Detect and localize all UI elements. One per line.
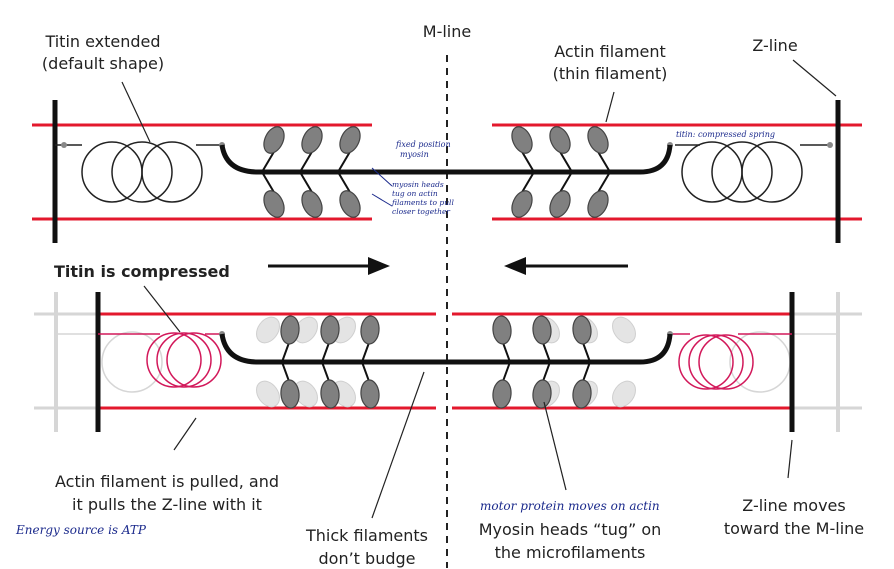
myosin-head (511, 126, 535, 218)
label-titin-extended: Titin extended (45, 32, 161, 51)
leader-actin-filament (605, 91, 615, 123)
leader-myosin-heads (543, 401, 567, 491)
contraction-arrows (268, 257, 628, 275)
label-actin-filament: Actin filament (554, 42, 666, 61)
myosin-head (299, 126, 323, 218)
label-titin-extended-sub: (default shape) (41, 54, 165, 73)
myosin-head (587, 126, 611, 218)
myosin-head (549, 126, 573, 218)
titin-extended-left (55, 141, 225, 203)
arrow-right-head (368, 257, 390, 275)
leader-handwritten-note (371, 167, 393, 187)
myosin-head (320, 315, 340, 409)
thick-filament (219, 333, 673, 365)
label-myosin-heads-sub: the microfilaments (494, 543, 646, 562)
myosin-head (261, 126, 285, 218)
handwritten-energy-source: Energy source is ATP (16, 523, 146, 537)
label-titin-compressed: Titin is compressed (54, 262, 230, 281)
label-myosin-heads: Myosin heads “tug” on (478, 520, 662, 539)
leader-thick-filaments (371, 371, 425, 519)
label-thick-filaments: Thick filaments (305, 526, 428, 545)
leader-actin-pulled (173, 417, 197, 451)
label-actin-filament-sub: (thin filament) (552, 64, 668, 83)
myosin-head (532, 315, 552, 409)
top-sarcomere (32, 100, 862, 243)
leader-z-moves (787, 439, 793, 479)
ghost-outline (34, 292, 862, 432)
handwritten-fixed-position-sub: myosin (400, 150, 429, 159)
handwritten-titin-spring: titin: compressed spring (676, 130, 775, 139)
handwritten-fixed-position: fixed position (396, 140, 451, 149)
myosin-heads-bottom (280, 315, 592, 409)
leader-titin-extended (121, 81, 151, 143)
titin-extended-right (667, 141, 833, 203)
myosin-head (280, 315, 300, 409)
thick-filament (219, 144, 673, 175)
label-actin-pulled-sub: it pulls the Z-line with it (72, 495, 262, 514)
label-z-moves-sub: toward the M-line (723, 519, 865, 538)
handwritten-myosin-heads-note: myosin heads tug on actin filaments to p… (392, 180, 454, 216)
bottom-sarcomere (34, 292, 862, 432)
label-m-line: M-line (422, 22, 472, 41)
myosin-head (337, 126, 361, 218)
myosin-head (492, 315, 512, 409)
label-thick-filaments-sub: don’t budge (318, 549, 416, 568)
myosin-heads-top (261, 126, 611, 218)
myosin-head (572, 315, 592, 409)
arrow-left-head (504, 257, 526, 275)
leader-handwritten-note (371, 193, 393, 207)
leader-lines (121, 59, 837, 519)
label-actin-pulled: Actin filament is pulled, and (55, 472, 279, 491)
myosin-head (360, 315, 380, 409)
leader-z-line (792, 59, 837, 97)
titin-compressed-left (98, 331, 225, 388)
leader-titin-compressed (143, 285, 181, 333)
handwritten-motor-protein: motor protein moves on actin (480, 499, 660, 513)
label-z-moves: Z-line moves (742, 496, 846, 515)
label-z-line: Z-line (752, 36, 798, 55)
